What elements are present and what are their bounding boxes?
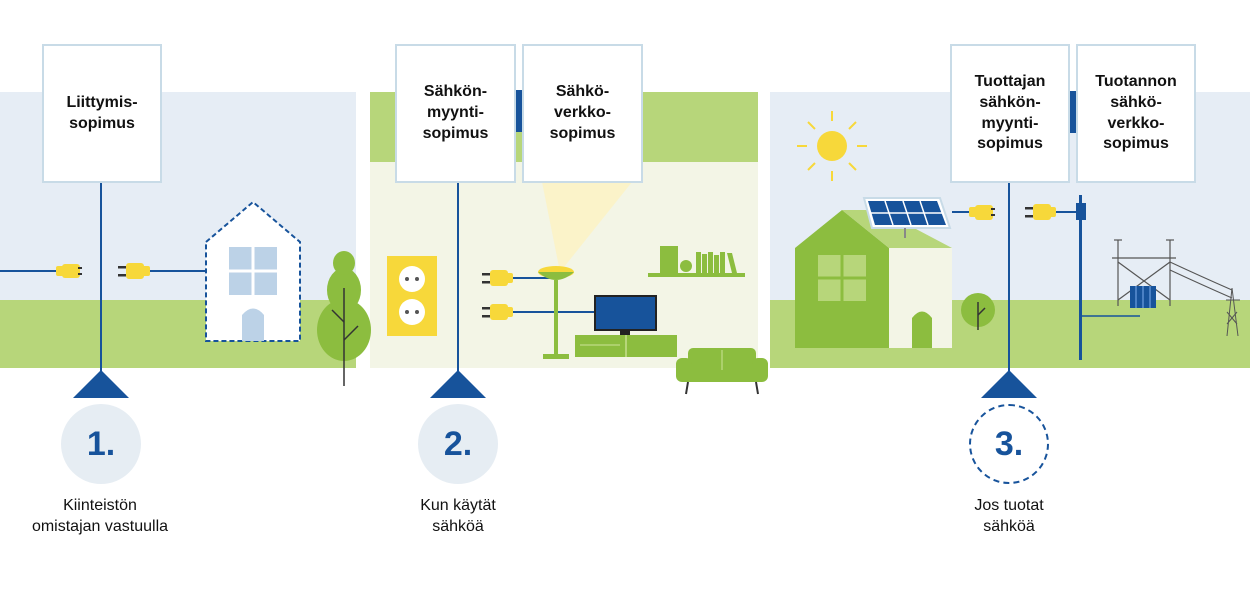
tv-stand-icon: [575, 335, 677, 357]
transformer-icon: [1130, 286, 1156, 308]
sofa-icon: [676, 348, 768, 395]
step-number-3: 3.: [969, 404, 1049, 484]
plus-icon: [497, 90, 539, 132]
plug-icon: [1025, 204, 1078, 220]
small-tree-icon: [961, 293, 995, 330]
plug-icon: [56, 264, 82, 278]
lamp-icon: [538, 266, 574, 359]
caption-3: Jos tuotat sähköä: [974, 497, 1044, 535]
plus-icon: [1052, 91, 1094, 133]
sun-icon: [797, 111, 867, 181]
plug-icon: [118, 263, 206, 279]
connector-3: [981, 182, 1037, 398]
connector-1: [73, 182, 129, 398]
plug-icon: [482, 270, 550, 286]
card-sales-contract: Sähkön- myynti- sopimus: [395, 44, 516, 183]
producer-house-icon: [795, 210, 952, 348]
plug-icon: [952, 205, 995, 220]
caption-2: Kun käytät sähköä: [420, 497, 496, 535]
caption-1: Kiinteistön omistajan vastuulla: [31, 497, 169, 535]
solar-panel-icon: [862, 197, 952, 238]
step-number-2: 2.: [418, 404, 498, 484]
card-producer-sales-contract: Tuottajan sähkön- myynti- sopimus: [950, 44, 1070, 183]
card-network-contract: Sähkö- verkko- sopimus: [522, 44, 643, 183]
card-connection-contract: Liittymis- sopimus: [42, 44, 162, 183]
tv-icon: [594, 295, 657, 335]
utility-pole-icon: [1076, 195, 1140, 360]
house-icon: [205, 200, 301, 342]
tree-icon: [317, 251, 371, 386]
step-number-1: 1.: [61, 404, 141, 484]
power-pylon-icon: [1112, 239, 1176, 306]
card-production-network-contract: Tuotannon sähkö- verkko- sopimus: [1076, 44, 1196, 183]
transmission-line-icon: [1169, 261, 1240, 337]
connector-2: [430, 182, 486, 398]
shelf-icon: [648, 246, 745, 277]
socket-icon: [387, 256, 437, 336]
